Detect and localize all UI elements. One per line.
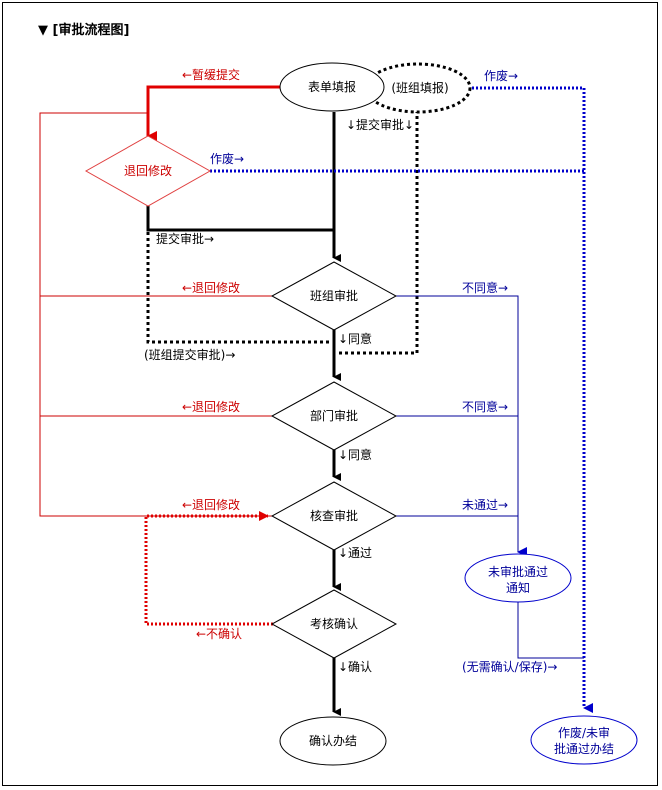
node-confirm-done[interactable] [279,716,387,766]
node-form-fill[interactable] [279,62,385,112]
node-check-approve[interactable] [270,481,398,551]
flow-team-fill-dotted [336,110,419,355]
node-assess-confirm[interactable] [270,589,398,659]
node-void-done-label-1: 作废/未审 [558,725,610,740]
flow-void-top [472,86,593,713]
label-submit-down: ↓提交审批↓ [346,117,414,132]
label-disagree-team: 不同意→ [462,280,508,295]
node-assess-confirm-label: 考核确认 [310,617,358,631]
node-void-done-label-2: 批通过办结 [554,741,614,756]
node-return-edit[interactable] [84,135,212,207]
label-no-confirm-save: (无需确认/保存)→ [462,660,557,674]
node-team-approve-label: 班组审批 [310,288,358,303]
node-reject-notice-label-2: 通知 [506,581,530,595]
node-team-approve[interactable] [270,261,398,331]
flow-not-confirm-dotted [144,511,273,626]
label-void-return: 作废→ [210,151,244,166]
label-return-team: ←退回修改 [182,280,240,295]
label-team-submit: (班组提交审批)→ [144,347,235,362]
node-reject-notice[interactable] [464,553,572,603]
flow-team-disagree [396,295,527,557]
flow-return-team-submit-dotted [146,232,330,344]
label-agree-team: ↓同意 [338,331,372,346]
node-dept-approve[interactable] [270,381,398,451]
node-dept-approve-label: 部门审批 [310,408,358,423]
label-notpass-check: 未通过→ [462,498,508,512]
label-return-check: ←退回修改 [182,497,240,512]
label-confirm: ↓确认 [338,660,372,674]
node-reject-notice-label-1: 未审批通过 [488,564,548,579]
label-agree-dept: ↓同意 [338,447,372,462]
node-void-done[interactable] [530,715,638,765]
node-team-fill-label: (班组填报) [391,80,448,95]
label-return-dept: ←退回修改 [182,399,240,414]
label-disagree-dept: 不同意→ [462,399,508,414]
node-confirm-done-label: 确认办结 [309,733,357,748]
flow-notice-to-done [517,602,584,659]
node-form-fill-label: 表单填报 [308,79,356,94]
flow-return-to-submit [146,205,334,232]
label-pass-check: ↓通过 [338,546,372,560]
node-return-edit-label: 退回修改 [124,163,172,178]
node-check-approve-label: 核查审批 [310,508,358,523]
label-pause-submit: ←暂缓提交 [182,67,240,82]
label-not-confirm: ←不确认 [196,627,242,641]
label-submit-right: 提交审批→ [156,231,214,246]
diagram-title: ▼ [审批流程图] [38,23,130,38]
label-void-top: 作废→ [484,68,518,83]
flow-pause-submit [146,85,280,141]
